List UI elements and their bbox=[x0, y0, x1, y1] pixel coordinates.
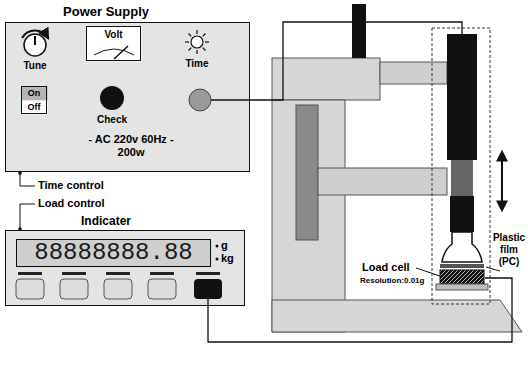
dashed-housing bbox=[432, 28, 490, 304]
part-label: Load control bbox=[38, 197, 105, 210]
panel-ground bbox=[5, 22, 250, 172]
indicator-button bbox=[148, 279, 176, 299]
button-bar bbox=[106, 272, 130, 275]
button-bar bbox=[18, 272, 42, 275]
frame-head bbox=[272, 58, 380, 100]
power-rating: - AC 220v 60Hz - 200w bbox=[76, 133, 186, 159]
button-bar bbox=[62, 272, 86, 275]
switch-off-label: Off bbox=[22, 102, 46, 113]
time-button bbox=[189, 89, 211, 111]
leader-line bbox=[416, 268, 440, 276]
leader-line bbox=[486, 267, 500, 271]
button-label: Check bbox=[92, 114, 132, 126]
knob-label: Time bbox=[182, 58, 212, 70]
unit-dot bbox=[216, 245, 219, 248]
ray bbox=[205, 41, 209, 42]
power-switch: OnOff bbox=[21, 86, 47, 114]
ray bbox=[189, 34, 192, 37]
indicator-button bbox=[16, 279, 44, 299]
anvil-plate bbox=[436, 284, 488, 290]
meter-needle bbox=[114, 46, 128, 59]
transducer bbox=[447, 34, 477, 160]
switch-off-half bbox=[22, 101, 48, 115]
button-bars bbox=[18, 272, 220, 275]
load-cell bbox=[440, 270, 484, 284]
meter-face bbox=[87, 27, 142, 62]
display-digits: 88888888.88 bbox=[17, 240, 210, 266]
meter-label: Volt bbox=[87, 29, 140, 41]
digital-display: 88888888.88 bbox=[16, 239, 211, 267]
button-bar bbox=[196, 272, 220, 275]
lower-arm bbox=[318, 168, 447, 195]
plastic-film bbox=[440, 264, 484, 268]
ray bbox=[203, 48, 206, 51]
time-knob-rays bbox=[185, 30, 209, 54]
knob-pointer bbox=[34, 36, 36, 45]
ray bbox=[196, 50, 197, 54]
knob-label: Tune bbox=[20, 60, 50, 72]
leader-line bbox=[20, 173, 35, 186]
ray bbox=[189, 48, 192, 51]
part-label: Load cell bbox=[362, 261, 410, 274]
panel-title: Power Supply bbox=[6, 4, 206, 20]
indicator-button bbox=[60, 279, 88, 299]
power-supply-panel: VoltOnOffPower Supply- AC 220v 60Hz - 20… bbox=[5, 22, 250, 172]
indicator-button bbox=[104, 279, 132, 299]
switch-on-half bbox=[22, 87, 48, 101]
indicator-ground bbox=[5, 230, 245, 306]
indicator-buttons bbox=[16, 279, 176, 299]
horn-body bbox=[450, 196, 474, 232]
upper-arm bbox=[380, 62, 447, 84]
ray bbox=[185, 41, 189, 42]
press-rod bbox=[352, 4, 366, 58]
leader-line bbox=[20, 204, 35, 229]
display-ground bbox=[17, 240, 212, 268]
tune-arrow bbox=[22, 30, 48, 38]
indicator-panel: 88888888.88Indicater bbox=[5, 230, 245, 306]
horn-tip bbox=[442, 232, 482, 262]
motion-arrow bbox=[501, 152, 503, 210]
frame-column bbox=[272, 100, 345, 332]
time-wire bbox=[211, 22, 462, 100]
ray bbox=[203, 34, 206, 37]
tune-knob bbox=[24, 34, 46, 56]
frame-base bbox=[272, 300, 522, 332]
booster bbox=[451, 160, 473, 196]
unit-label: g bbox=[221, 239, 228, 252]
unit-label: kg bbox=[221, 252, 234, 265]
check-button bbox=[100, 86, 124, 110]
time-knob bbox=[191, 36, 203, 48]
unit-dot bbox=[216, 258, 219, 261]
part-label: Plastic film (PC) bbox=[492, 232, 526, 268]
slide-rail bbox=[296, 105, 318, 240]
volt-meter: Volt bbox=[86, 26, 141, 61]
indicator-title: Indicater bbox=[46, 214, 166, 228]
part-label: Time control bbox=[38, 179, 104, 192]
spec-label: Resolution:0.01g bbox=[360, 276, 424, 286]
meter-scale bbox=[94, 49, 134, 55]
switch-on-label: On bbox=[22, 88, 46, 99]
load-button bbox=[194, 279, 222, 299]
load-wire bbox=[208, 278, 512, 342]
ray bbox=[196, 30, 197, 34]
button-bar bbox=[150, 272, 174, 275]
